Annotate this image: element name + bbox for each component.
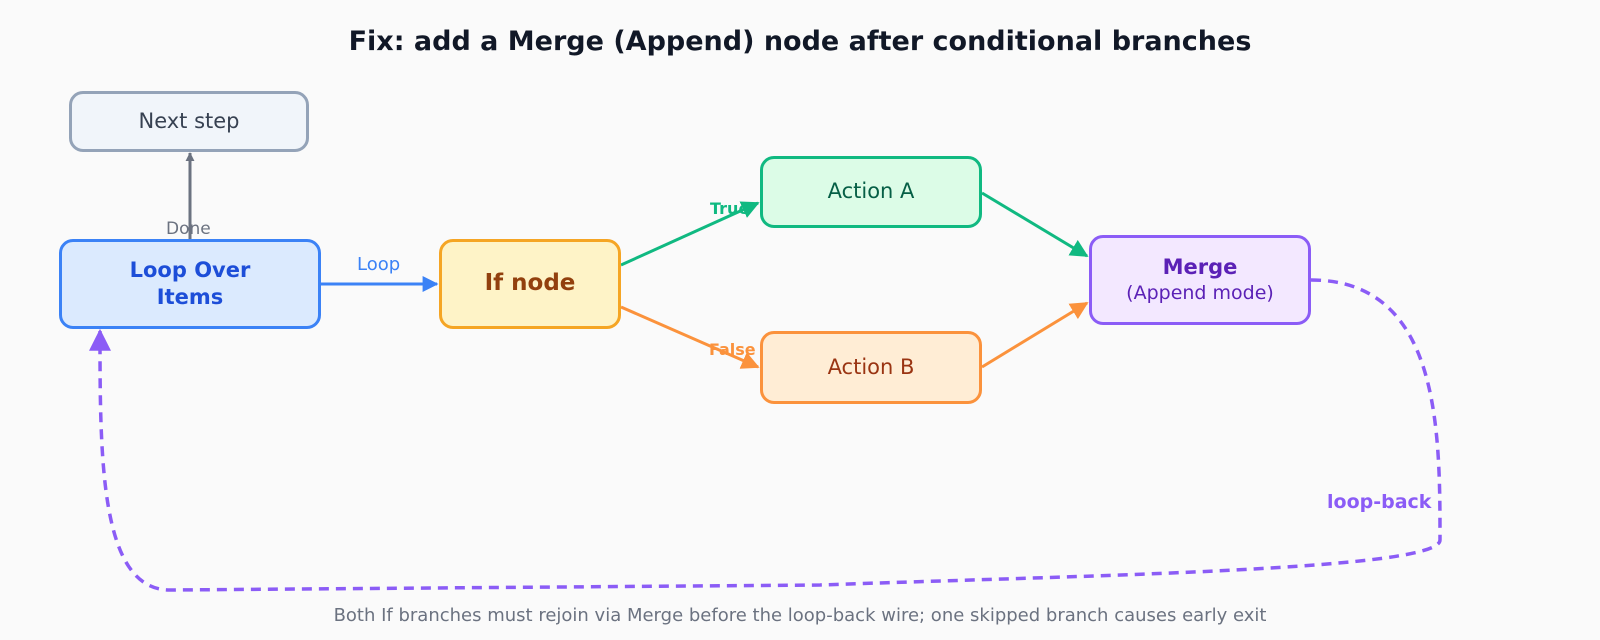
node-loop-over-items-label: Loop Over Items <box>129 257 251 309</box>
diagram-title: Fix: add a Merge (Append) node after con… <box>348 26 1252 57</box>
edge-label-true: True <box>710 199 750 218</box>
edge-a-to-merge <box>981 191 1089 258</box>
node-merge-subtitle: (Append mode) <box>1126 282 1274 305</box>
edge-loop-back <box>89 278 1442 592</box>
edge-label-done: Done <box>166 219 211 239</box>
edge-label-loop: Loop <box>357 254 401 275</box>
node-action-a: Action A <box>760 156 982 228</box>
edge-false <box>620 305 760 369</box>
edge-label-false: False <box>709 340 756 359</box>
edge-true <box>620 201 760 267</box>
edge-b-to-merge <box>981 301 1089 369</box>
edge-label-loop-back: loop-back <box>1327 491 1432 513</box>
node-action-a-label: Action A <box>827 179 915 204</box>
node-next-step: Next step <box>69 91 309 152</box>
node-action-b-label: Action B <box>827 354 915 379</box>
node-merge-title: Merge <box>1162 255 1238 279</box>
node-if: If node <box>439 239 621 329</box>
node-merge: Merge (Append mode) <box>1089 235 1311 325</box>
node-action-b: Action B <box>760 331 982 404</box>
node-loop-over-items: Loop Over Items <box>59 239 321 329</box>
node-next-step-label: Next step <box>138 108 240 133</box>
node-if-label: If node <box>484 270 576 297</box>
diagram-caption: Both If branches must rejoin via Merge b… <box>333 605 1267 626</box>
